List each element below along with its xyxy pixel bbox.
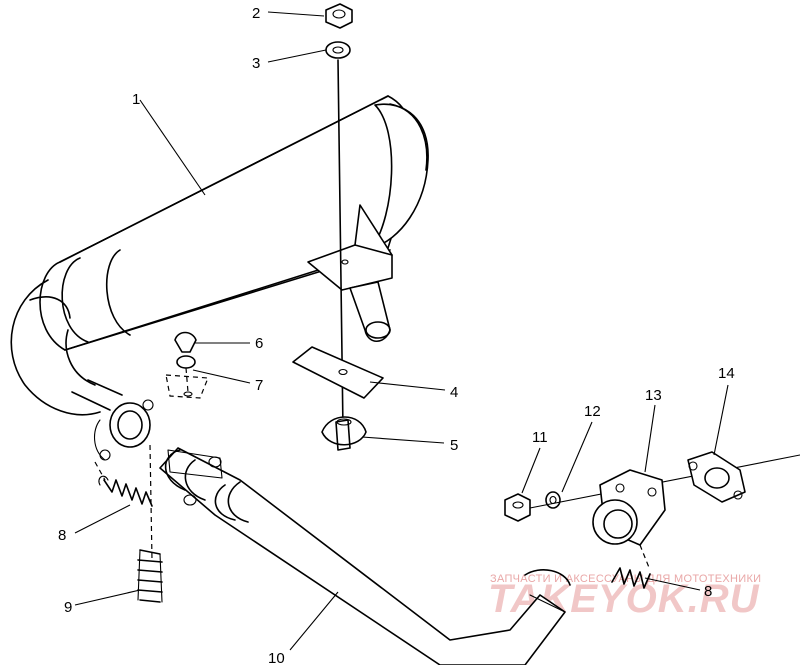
mounting-plate <box>292 346 384 399</box>
callout-14: 14 <box>718 365 735 382</box>
callout-1: 1 <box>132 91 140 108</box>
callout-9: 9 <box>64 599 72 616</box>
callout-8-left: 8 <box>58 527 66 544</box>
exhaust-flange <box>592 469 666 571</box>
nut-right <box>504 493 531 522</box>
exhaust-pipe <box>159 447 651 665</box>
callout-10: 10 <box>268 650 285 665</box>
callout-7: 7 <box>255 377 263 394</box>
spring-left <box>98 475 153 507</box>
callout-4: 4 <box>450 384 458 401</box>
muffler <box>10 95 429 561</box>
grommet <box>165 355 209 399</box>
callout-2: 2 <box>252 5 260 22</box>
callouts: 1 2 3 4 5 6 7 8 9 10 11 12 13 14 8 <box>58 5 735 665</box>
gasket <box>687 451 746 503</box>
callout-11: 11 <box>532 429 548 446</box>
spring-lower <box>137 549 163 603</box>
stud-line <box>529 454 800 509</box>
callout-5: 5 <box>450 437 458 454</box>
washer-right <box>545 491 561 509</box>
washer-top <box>325 41 351 59</box>
callout-8-right: 8 <box>704 583 712 600</box>
muffler-bracket <box>307 204 393 343</box>
callout-6: 6 <box>255 335 263 352</box>
callout-13: 13 <box>645 387 662 404</box>
cap <box>174 331 197 353</box>
callout-3: 3 <box>252 55 260 72</box>
nut-top <box>325 3 353 29</box>
callout-12: 12 <box>584 403 601 420</box>
leader-lines <box>74 11 729 651</box>
rubber-mount <box>321 416 367 451</box>
